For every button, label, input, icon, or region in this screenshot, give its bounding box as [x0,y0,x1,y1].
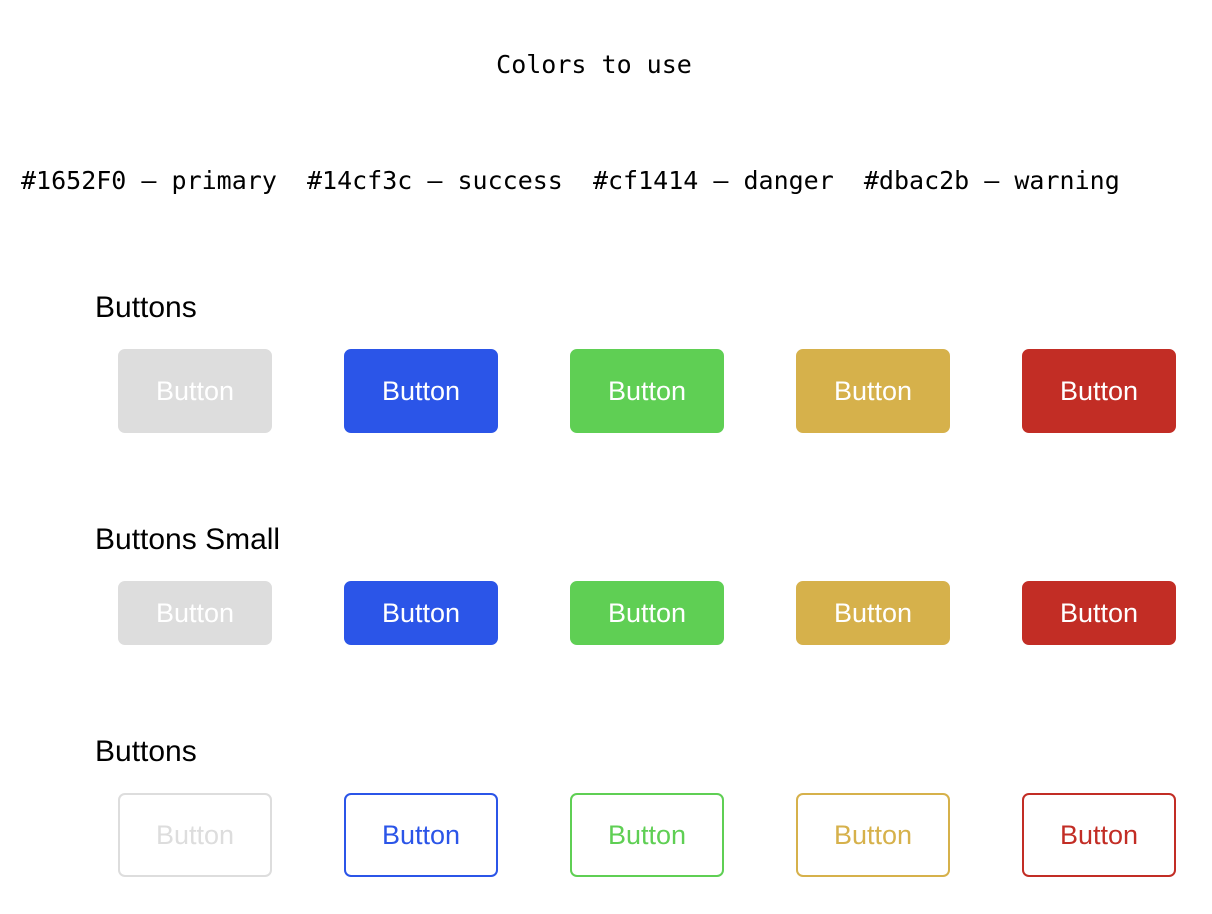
section-heading-buttons-small: Buttons Small [95,523,281,556]
primary-outline-button[interactable]: Button [344,793,498,877]
danger-button[interactable]: Button [1022,349,1176,433]
disabled-button[interactable]: Button [118,349,272,433]
disabled-outline-button[interactable]: Button [118,793,272,877]
section-heading-buttons: Buttons [95,291,197,324]
warning-outline-button[interactable]: Button [796,793,950,877]
buttons-row: Button Button Button Button Button [118,349,1176,433]
section-heading-buttons-outline: Buttons [95,735,197,768]
disabled-small-button[interactable]: Button [118,581,272,645]
success-small-button[interactable]: Button [570,581,724,645]
page-title: Colors to use [496,50,692,79]
warning-small-button[interactable]: Button [796,581,950,645]
buttons-outline-row: Button Button Button Button Button [118,793,1176,877]
success-button[interactable]: Button [570,349,724,433]
danger-outline-button[interactable]: Button [1022,793,1176,877]
success-outline-button[interactable]: Button [570,793,724,877]
primary-button[interactable]: Button [344,349,498,433]
warning-button[interactable]: Button [796,349,950,433]
danger-small-button[interactable]: Button [1022,581,1176,645]
color-palette-legend: #1652F0 – primary #14cf3c – success #cf1… [21,166,1120,195]
primary-small-button[interactable]: Button [344,581,498,645]
buttons-small-row: Button Button Button Button Button [118,581,1176,645]
